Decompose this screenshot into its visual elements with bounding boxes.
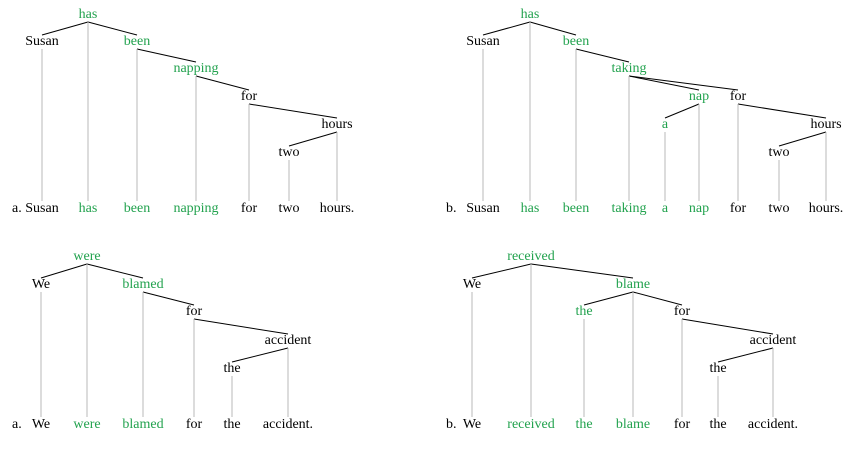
dependency-edge-for-to-hours bbox=[737, 103, 827, 119]
sentence-word-been[interactable]: been bbox=[124, 201, 150, 216]
sentence-word-hours[interactable]: hours. bbox=[809, 201, 844, 216]
tree-node-two[interactable]: two bbox=[279, 145, 300, 160]
sentence-word-hours[interactable]: hours. bbox=[320, 201, 355, 216]
sentence-word-a[interactable]: a bbox=[662, 201, 669, 216]
dependency-edge-hours-to-two bbox=[778, 131, 827, 147]
sentence-word-two[interactable]: two bbox=[769, 201, 790, 216]
sentence-word-we[interactable]: We bbox=[32, 417, 50, 432]
tree-node-hours[interactable]: hours bbox=[810, 117, 841, 132]
tree-node-susan[interactable]: Susan bbox=[25, 34, 58, 49]
tree-node-hours[interactable]: hours bbox=[321, 117, 352, 132]
tree-node-accident[interactable]: accident bbox=[750, 333, 797, 348]
tree-node-the[interactable]: the bbox=[223, 361, 240, 376]
sentence-word-susan[interactable]: Susan bbox=[466, 201, 499, 216]
dependency-edge-taking-to-nap bbox=[628, 75, 700, 91]
tree-node-blamed[interactable]: blamed bbox=[122, 277, 163, 292]
dependency-edge-nap-to-a bbox=[664, 103, 700, 119]
tree-node-we[interactable]: We bbox=[32, 277, 50, 292]
sentence-word-accident[interactable]: accident. bbox=[263, 417, 313, 432]
sentence-word-taking[interactable]: taking bbox=[612, 201, 647, 216]
tree-node-two[interactable]: two bbox=[769, 145, 790, 160]
sentence-word-we[interactable]: We bbox=[463, 417, 481, 432]
dependency-edge-were-to-we bbox=[40, 263, 88, 279]
dependency-edge-received-to-blame bbox=[530, 263, 634, 279]
dependency-edge-were-to-blamed bbox=[86, 263, 144, 279]
dependency-edge-been-to-napping bbox=[136, 48, 197, 63]
dependency-edge-hours-to-two bbox=[288, 131, 338, 147]
dependency-edge-blame-to-the bbox=[583, 291, 634, 306]
dependency-edge-taking-to-for bbox=[628, 75, 739, 91]
dependency-edge-for-to-accident bbox=[193, 318, 289, 335]
sentence-word-two[interactable]: two bbox=[279, 201, 300, 216]
tree-node-been[interactable]: been bbox=[563, 34, 589, 49]
tree-node-the[interactable]: the bbox=[709, 361, 726, 376]
tree-node-taking[interactable]: taking bbox=[612, 61, 647, 76]
sentence-word-napping[interactable]: napping bbox=[173, 201, 218, 216]
dependency-edge-has-to-susan bbox=[41, 21, 89, 36]
sentence-word-has[interactable]: has bbox=[521, 201, 540, 216]
sentence-word-blame[interactable]: blame bbox=[616, 417, 650, 432]
sentence-word-received[interactable]: received bbox=[507, 417, 554, 432]
dependency-edge-napping-to-for bbox=[195, 75, 250, 91]
sentence-word-has[interactable]: has bbox=[79, 201, 98, 216]
sentence-word-the[interactable]: the bbox=[575, 417, 592, 432]
tree-node-we[interactable]: We bbox=[463, 277, 481, 292]
tree-node-nap[interactable]: nap bbox=[689, 89, 709, 104]
sentence-word-susan[interactable]: Susan bbox=[25, 201, 58, 216]
tree-node-blame[interactable]: blame bbox=[616, 277, 650, 292]
tree-node-for[interactable]: for bbox=[730, 89, 747, 104]
panel-letter-label-0: a. bbox=[12, 201, 22, 216]
sentence-word-accident[interactable]: accident. bbox=[748, 417, 798, 432]
tree-node-has[interactable]: has bbox=[521, 7, 540, 22]
sentence-word-for[interactable]: for bbox=[730, 201, 747, 216]
dependency-edge-received-to-we bbox=[471, 263, 532, 279]
tree-node-accident[interactable]: accident bbox=[265, 333, 312, 348]
tree-node-for[interactable]: for bbox=[674, 304, 691, 319]
sentence-word-were[interactable]: were bbox=[73, 417, 100, 432]
sentence-word-the[interactable]: the bbox=[709, 417, 726, 432]
tree-node-received[interactable]: received bbox=[507, 249, 554, 264]
tree-node-for[interactable]: for bbox=[186, 304, 203, 319]
sentence-word-the[interactable]: the bbox=[223, 417, 240, 432]
sentence-word-nap[interactable]: nap bbox=[689, 201, 709, 216]
dependency-edge-blame-to-for bbox=[632, 291, 683, 306]
dependency-edge-accident-to-the bbox=[717, 347, 774, 363]
dependency-edge-has-to-been bbox=[529, 21, 577, 36]
tree-node-for[interactable]: for bbox=[241, 89, 258, 104]
tree-node-the[interactable]: the bbox=[575, 304, 592, 319]
sentence-word-for[interactable]: for bbox=[241, 201, 258, 216]
tree-node-a[interactable]: a bbox=[662, 117, 669, 132]
sentence-word-blamed[interactable]: blamed bbox=[122, 417, 163, 432]
sentence-word-for[interactable]: for bbox=[674, 417, 691, 432]
sentence-word-been[interactable]: been bbox=[563, 201, 589, 216]
dependency-edge-has-to-been bbox=[87, 21, 138, 36]
panel-letter-label-3: b. bbox=[446, 417, 457, 432]
tree-node-napping[interactable]: napping bbox=[173, 61, 218, 76]
tree-node-been[interactable]: been bbox=[124, 34, 150, 49]
dependency-edge-blamed-to-for bbox=[142, 291, 195, 306]
dependency-edge-has-to-susan bbox=[482, 21, 531, 36]
panel-letter-label-2: a. bbox=[12, 417, 22, 432]
dependency-edge-for-to-accident bbox=[681, 318, 774, 335]
tree-node-were[interactable]: were bbox=[73, 249, 100, 264]
tree-node-has[interactable]: has bbox=[79, 7, 98, 22]
panel-letter-label-1: b. bbox=[446, 201, 457, 216]
tree-node-susan[interactable]: Susan bbox=[466, 34, 499, 49]
dependency-edge-accident-to-the bbox=[231, 347, 289, 363]
dependency-edge-been-to-taking bbox=[575, 48, 630, 63]
sentence-word-for[interactable]: for bbox=[186, 417, 203, 432]
dependency-edge-for-to-hours bbox=[248, 103, 338, 119]
